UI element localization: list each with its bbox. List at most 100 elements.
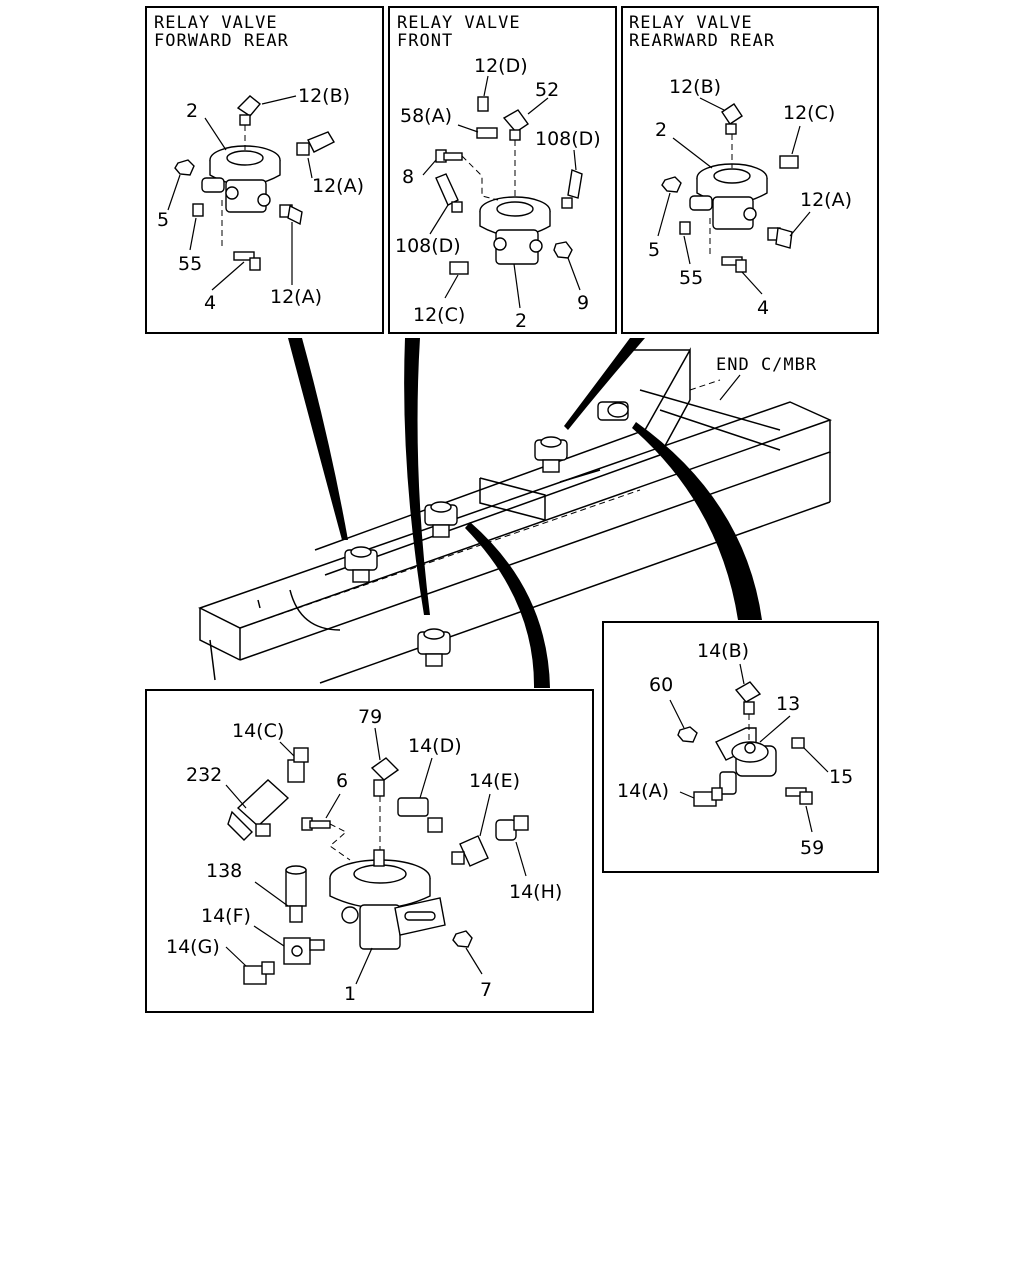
fitting-12d [477, 96, 489, 112]
callout-4: 4 [204, 292, 216, 314]
callout-138: 138 [206, 860, 242, 882]
fitting-15 [791, 737, 805, 749]
panel-bottom-left: 79 14(C) 14(D) 232 6 14(E) 138 14(H) 14(… [145, 689, 594, 1013]
callout-52: 52 [535, 79, 559, 101]
callout-14d: 14(D) [408, 735, 462, 757]
callout-108d-upper: 108(D) [535, 128, 601, 150]
callout-5: 5 [648, 239, 660, 261]
callout-232: 232 [186, 764, 222, 786]
callout-8: 8 [402, 166, 414, 188]
relay-valve-assembly [201, 145, 281, 213]
panel-title-line2: FORWARD REAR [154, 31, 289, 51]
panel-relay-valve-front: RELAY VALVE FRONT [388, 6, 617, 334]
panel-title-line1: RELAY VALVE [629, 13, 753, 33]
relay-valve-assembly [479, 196, 551, 265]
panel-title-line1: RELAY VALVE [154, 13, 278, 33]
callout-12b: 12(B) [298, 85, 350, 107]
fitting-55 [192, 203, 204, 217]
callout-14g: 14(G) [166, 936, 220, 958]
leader-bottom-left [465, 522, 550, 688]
fitting-14a [693, 787, 723, 807]
frame-quick-release-valve [597, 401, 629, 421]
fitting-58a [476, 127, 498, 139]
callout-55: 55 [679, 267, 703, 289]
callout-13: 13 [776, 693, 800, 715]
callout-15: 15 [829, 766, 853, 788]
callout-14a: 14(A) [617, 780, 669, 802]
fitting-14c [287, 747, 309, 783]
callout-108d-lower: 108(D) [395, 235, 461, 257]
callout-14e: 14(E) [469, 770, 520, 792]
elbow-fitting-12b [721, 103, 743, 135]
callout-1: 1 [344, 983, 356, 1005]
callout-58a: 58(A) [400, 105, 452, 127]
panel-quick-release-valve: 14(B) 60 13 15 14(A) 59 [602, 621, 879, 873]
leader-rearward-rear [564, 338, 645, 430]
callout-14f: 14(F) [201, 905, 251, 927]
frame-valve-forward-rear [424, 501, 458, 538]
fitting-55 [679, 221, 691, 235]
tee-14f [283, 937, 325, 965]
callout-59: 59 [800, 837, 824, 859]
callout-55: 55 [178, 253, 202, 275]
nut-60 [677, 726, 698, 743]
panel-title-line2: REARWARD REAR [629, 31, 775, 51]
callout-6: 6 [336, 770, 348, 792]
end-crossmember-label: END C/MBR [716, 355, 817, 375]
nut-5 [174, 159, 195, 176]
elbow-fitting-12a-lower [279, 204, 303, 226]
nut-7 [452, 930, 473, 948]
frame-valve-lower [417, 628, 451, 667]
elbow-fitting-79 [370, 757, 400, 797]
callout-12c: 12(C) [783, 102, 835, 124]
frame-valve-rearward-rear [534, 436, 568, 473]
panel-title-line1: RELAY VALVE [397, 13, 521, 33]
hose-108d-left [435, 173, 463, 213]
callout-14b: 14(B) [697, 640, 749, 662]
callout-2: 2 [655, 119, 667, 141]
callout-9: 9 [577, 292, 589, 314]
callout-12a-lower: 12(A) [270, 286, 322, 308]
pipe-138 [285, 865, 307, 923]
callout-5: 5 [157, 209, 169, 231]
callout-12a-upper: 12(A) [312, 175, 364, 197]
fitting-14h [495, 815, 529, 841]
fitting-12c [449, 261, 469, 275]
bolt-8 [435, 149, 463, 163]
callout-12c: 12(C) [413, 304, 465, 326]
callout-14h: 14(H) [509, 881, 562, 903]
fitting-12c [779, 155, 799, 169]
callout-14c: 14(C) [232, 720, 284, 742]
elbow-fitting-12a [767, 227, 793, 249]
elbow-fitting-14b [734, 681, 762, 715]
frame-valve-front [344, 546, 378, 583]
elbow-232 [227, 779, 290, 841]
fitting-14e [451, 835, 489, 867]
callout-12d: 12(D) [474, 55, 528, 77]
callout-4: 4 [757, 297, 769, 319]
leader-front [404, 338, 430, 615]
hose-108d-right [561, 169, 583, 209]
valve-13 [715, 727, 777, 795]
panel-title-line2: FRONT [397, 31, 453, 51]
relay-valve-assembly [689, 163, 768, 230]
leader-bottom-right [632, 422, 762, 620]
relay-valve-1 [329, 849, 446, 950]
panel-relay-valve-forward-rear: RELAY VALVE FORWARD REAR [145, 6, 384, 334]
callout-2: 2 [186, 100, 198, 122]
nut-5 [661, 176, 682, 193]
bolt-4 [233, 251, 261, 271]
elbow-fitting-12a-upper [296, 131, 335, 156]
bolt-4 [721, 256, 747, 273]
fitting-14g [243, 961, 275, 985]
leader-forward-rear [288, 338, 348, 540]
callout-60: 60 [649, 674, 673, 696]
callout-7: 7 [480, 979, 492, 1001]
callout-12b: 12(B) [669, 76, 721, 98]
callout-12a: 12(A) [800, 189, 852, 211]
panel-relay-valve-rearward-rear: RELAY VALVE REARWARD REAR 12(B) 2 [621, 6, 879, 334]
fitting-14d [397, 797, 443, 833]
callout-79: 79 [358, 706, 382, 728]
callout-2: 2 [515, 310, 527, 332]
